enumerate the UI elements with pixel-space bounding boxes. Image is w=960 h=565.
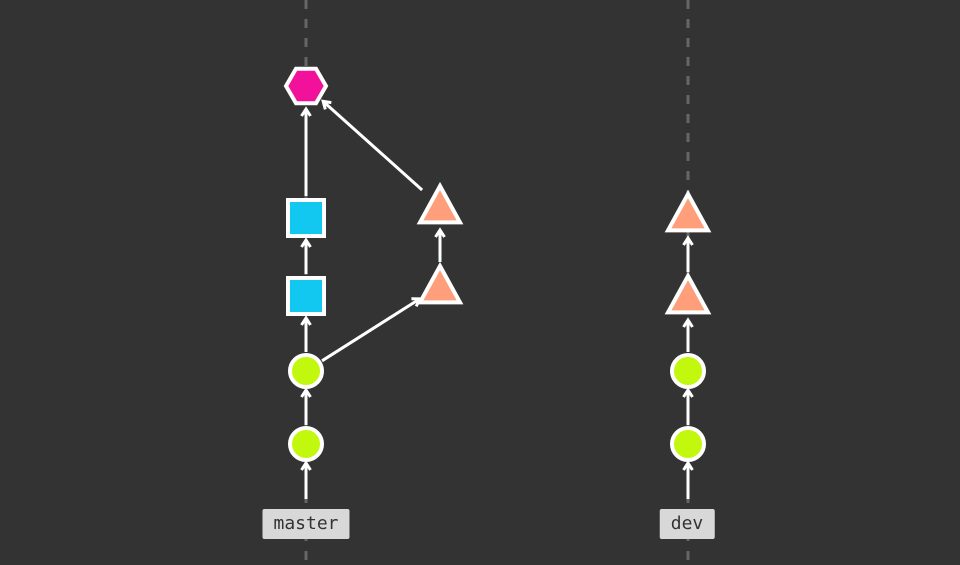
commit-node-d1-circle	[670, 426, 706, 462]
branch-label-dev[interactable]: dev	[659, 509, 715, 539]
commit-node-f2-triangle	[416, 181, 464, 225]
edge-f2-to-mh	[321, 99, 424, 192]
commit-node-mh-hexagon	[283, 66, 329, 106]
edge-d1-to-d2	[682, 387, 694, 425]
branch-label-master[interactable]: master	[262, 509, 350, 539]
commit-node-m2-circle	[288, 353, 324, 389]
commit-node-m4-square	[286, 198, 326, 238]
edge-m2-to-f1	[321, 297, 423, 363]
commit-node-m1-circle	[288, 426, 324, 462]
commit-node-d4-triangle	[664, 189, 712, 233]
edge-m4-to-mh	[300, 106, 312, 196]
edge-label-dev-to-d1	[682, 460, 694, 499]
edge-f1-to-f2	[434, 227, 446, 262]
edge-m3-to-m4	[300, 237, 312, 274]
commit-node-d2-circle	[670, 353, 706, 389]
edge-d3-to-d4	[682, 235, 694, 272]
commit-node-m3-square	[286, 276, 326, 316]
edge-m2-to-m3	[300, 315, 312, 352]
commit-node-f1-triangle	[416, 261, 464, 305]
edge-m1-to-m2	[300, 387, 312, 425]
commit-node-d3-triangle	[664, 271, 712, 315]
edge-label-master-to-m1	[300, 460, 312, 499]
edge-d2-to-d3	[682, 317, 694, 352]
